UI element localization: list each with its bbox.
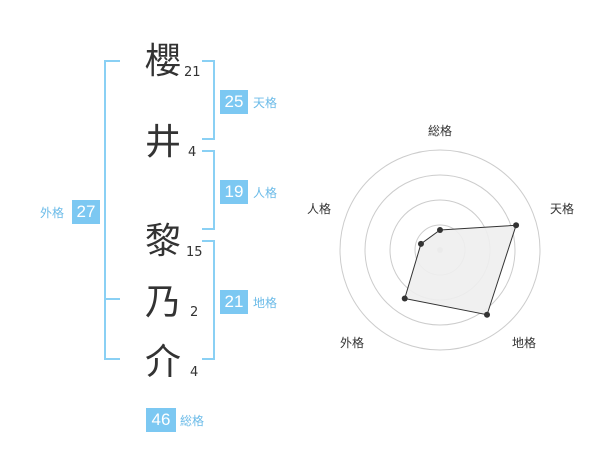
chikaku-label: 地格 (253, 296, 278, 310)
radar-data-point-1 (437, 227, 443, 233)
tenkaku-bracket-top (202, 60, 215, 62)
radar-data-point-4 (401, 295, 408, 302)
soukaku-value-badge: 46 (146, 408, 176, 432)
radar-axis-label-chikaku: 地格 (512, 336, 537, 350)
gaikaku-bracket-top (106, 60, 120, 62)
jinkaku-label: 人格 (253, 186, 278, 200)
name-char-4: 乃 (144, 282, 181, 323)
radar-data-polygon (404, 224, 517, 316)
jinkaku-bracket-top (202, 150, 215, 152)
gaikaku-value-badge: 27 (72, 200, 100, 224)
name-char-5: 介 (144, 342, 181, 383)
chikaku-value-badge: 21 (220, 290, 248, 314)
tenkaku-label: 天格 (253, 96, 278, 110)
gaikaku-bracket-vertical (104, 60, 106, 360)
tenkaku-bracket-bottom (202, 138, 215, 140)
jinkaku-value-badge: 19 (220, 180, 248, 204)
chikaku-bracket-top (202, 240, 215, 242)
stroke-count-1: 21 (184, 65, 201, 80)
radar-axis-label-soukaku: 総格 (428, 124, 453, 138)
name-char-2: 井 (144, 122, 181, 163)
gaikaku-bracket-mid (106, 298, 120, 300)
gaikaku-label: 外格 (40, 206, 65, 220)
tenkaku-bracket-vertical (213, 60, 215, 140)
chikaku-bracket-vertical (213, 240, 215, 360)
radar-axis-label-tenkaku: 天格 (550, 202, 575, 216)
radar-axis-label-jinkaku: 人格 (307, 202, 332, 216)
radar-axis-label-gaikaku: 外格 (340, 336, 365, 350)
name-char-3: 黎 (144, 221, 181, 262)
radar-data-point-2 (513, 222, 520, 229)
jinkaku-bracket-vertical (213, 150, 215, 230)
radar-data-point-3 (484, 311, 491, 318)
gaikaku-bracket-bottom (106, 358, 120, 360)
stroke-count-4: 2 (190, 305, 199, 320)
stroke-count-5: 4 (190, 365, 199, 380)
radar-grid-ring (339, 149, 541, 351)
name-char-1: 櫻 (144, 41, 181, 82)
stroke-count-2: 4 (188, 145, 197, 160)
radar-data-point-5 (417, 240, 424, 247)
tenkaku-value-badge: 25 (220, 90, 248, 114)
chikaku-bracket-bottom (202, 358, 215, 360)
jinkaku-bracket-bottom (202, 228, 215, 230)
soukaku-label: 総格 (180, 414, 205, 428)
stroke-count-3: 15 (186, 245, 203, 260)
radar-grid-ring (364, 174, 516, 326)
